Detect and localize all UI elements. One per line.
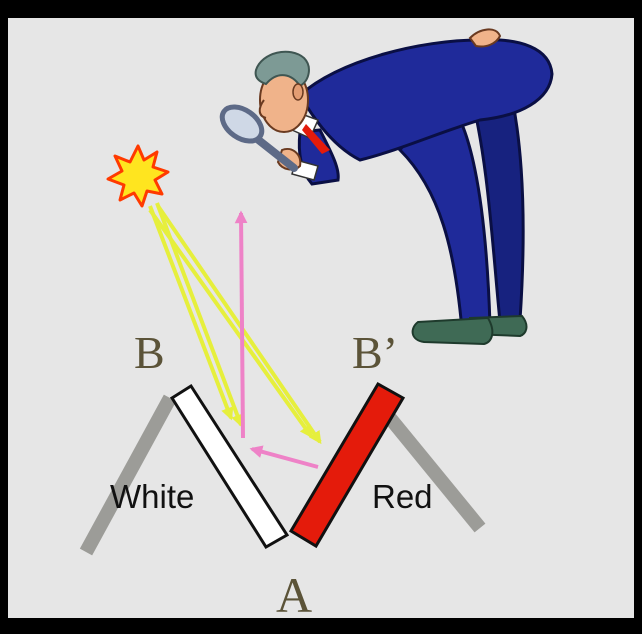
white-card-label: White: [110, 478, 194, 515]
point-b-label: B: [134, 327, 165, 378]
point-b-prime-label: B’: [352, 327, 398, 378]
red-card-label: Red: [372, 478, 433, 515]
point-a-label: A: [276, 567, 312, 623]
